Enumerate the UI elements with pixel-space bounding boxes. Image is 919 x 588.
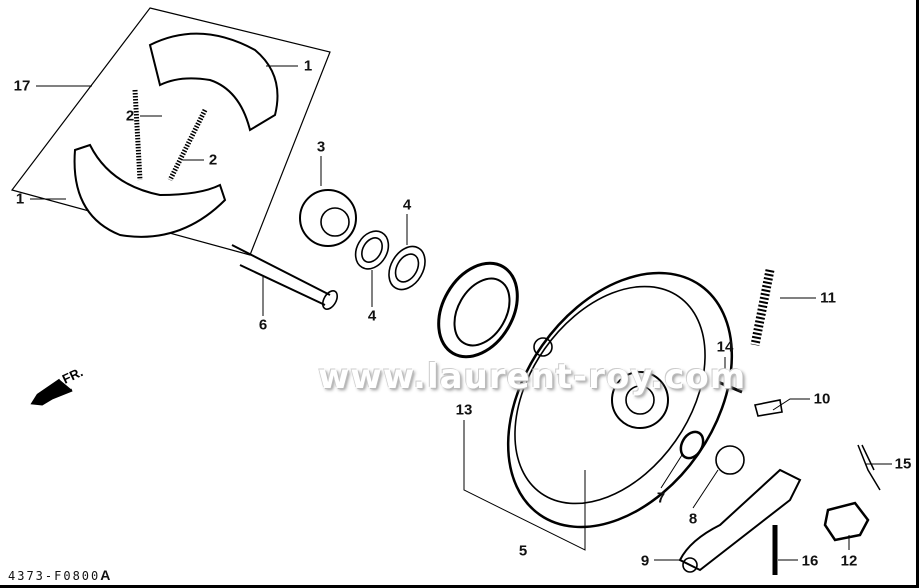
callout-2: 2 — [125, 107, 135, 125]
spring-left — [132, 89, 143, 181]
cotter-pin — [857, 444, 881, 491]
callout-13: 13 — [455, 401, 473, 419]
indicator-plate — [754, 399, 783, 417]
diagram-code-suffix: A — [100, 567, 113, 583]
callout-2: 2 — [208, 151, 218, 169]
brake-arm — [678, 468, 802, 572]
dust-seal — [437, 261, 519, 359]
callout-4: 4 — [367, 307, 377, 325]
screw — [717, 380, 743, 394]
spring-right — [167, 108, 208, 182]
callout-9: 9 — [640, 552, 650, 570]
callout-8: 8 — [688, 510, 698, 528]
return-spring — [750, 269, 775, 346]
callout-12: 12 — [840, 552, 858, 570]
brake-cam — [299, 189, 357, 247]
callout-14: 14 — [716, 338, 734, 356]
front-arrow-icon — [30, 378, 73, 406]
callout-1: 1 — [15, 190, 25, 208]
wear-indicator — [715, 445, 745, 475]
diagram-code: 4373-F0800A — [8, 567, 112, 583]
brake-shoe-upper — [148, 32, 279, 132]
callout-3: 3 — [316, 138, 326, 156]
callout-16: 16 — [801, 552, 819, 570]
callout-6: 6 — [258, 316, 268, 334]
callout-7: 7 — [656, 489, 666, 507]
washer-b — [388, 245, 426, 291]
callout-5: 5 — [518, 542, 528, 560]
callout-11: 11 — [820, 289, 836, 307]
callout-17: 17 — [13, 77, 31, 95]
callout-4: 4 — [402, 196, 412, 214]
brake-camshaft — [231, 244, 331, 306]
callout-1: 1 — [303, 57, 313, 75]
nut — [823, 501, 870, 542]
callout-15: 15 — [894, 455, 912, 473]
diagram-code-number: 4373-F0800 — [8, 569, 101, 583]
washer-a — [354, 230, 390, 270]
felt-seal — [679, 430, 705, 460]
leader-lines — [30, 65, 892, 561]
callout-10: 10 — [813, 390, 831, 408]
watermark: www.laurent-roy.com — [318, 357, 747, 397]
brake-shoe-lower — [73, 143, 227, 238]
panel-pin — [533, 337, 553, 357]
